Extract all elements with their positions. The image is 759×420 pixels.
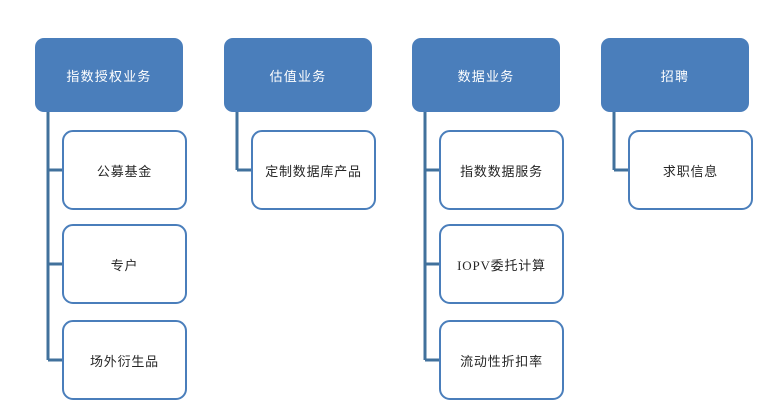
node-child-label: 专户 bbox=[110, 257, 139, 273]
node-child-custom-database-product[interactable]: 定制数据库产品 bbox=[251, 130, 376, 210]
connector-group-recruitment bbox=[612, 112, 628, 172]
node-header-label: 指数授权业务 bbox=[66, 68, 152, 84]
node-header-recruitment[interactable]: 招聘 bbox=[601, 38, 749, 112]
node-child-label: 场外衍生品 bbox=[89, 353, 159, 369]
node-child-liquidity-discount-rate[interactable]: 流动性折扣率 bbox=[439, 320, 564, 400]
node-child-label: IOPV委托计算 bbox=[457, 257, 546, 273]
node-child-index-data-service[interactable]: 指数数据服务 bbox=[439, 130, 564, 210]
node-header-index-licensing[interactable]: 指数授权业务 bbox=[35, 38, 183, 112]
node-header-label: 招聘 bbox=[660, 68, 690, 84]
connector-group-valuation bbox=[235, 112, 251, 172]
node-header-data-business[interactable]: 数据业务 bbox=[412, 38, 560, 112]
connector-group-index-licensing bbox=[46, 112, 62, 362]
connector-group-data-business bbox=[423, 112, 439, 362]
node-header-valuation[interactable]: 估值业务 bbox=[224, 38, 372, 112]
node-child-separate-account[interactable]: 专户 bbox=[62, 224, 187, 304]
node-child-label: 定制数据库产品 bbox=[265, 163, 362, 179]
node-child-label: 求职信息 bbox=[662, 163, 719, 179]
node-header-label: 估值业务 bbox=[269, 68, 327, 84]
node-child-iopv-calculation[interactable]: IOPV委托计算 bbox=[439, 224, 564, 304]
node-child-label: 指数数据服务 bbox=[460, 163, 543, 179]
node-child-job-information[interactable]: 求职信息 bbox=[628, 130, 753, 210]
node-header-label: 数据业务 bbox=[457, 68, 515, 84]
node-child-otc-derivatives[interactable]: 场外衍生品 bbox=[62, 320, 187, 400]
node-child-label: 公募基金 bbox=[96, 163, 153, 179]
node-child-label: 流动性折扣率 bbox=[460, 353, 543, 369]
node-child-public-fund[interactable]: 公募基金 bbox=[62, 130, 187, 210]
